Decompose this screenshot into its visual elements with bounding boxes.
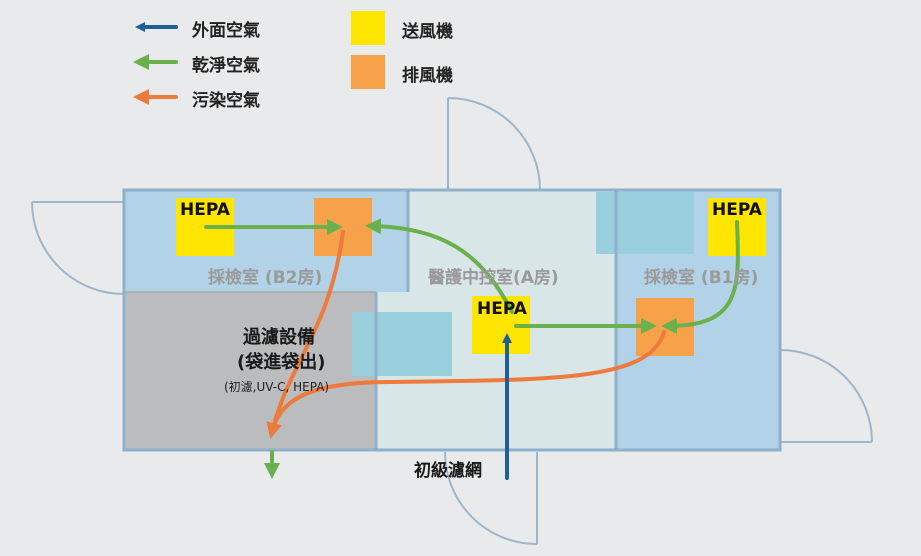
- room-label-b2: 採檢室 (B2房): [208, 268, 323, 288]
- legend-supply-fan: 送風機: [402, 22, 453, 42]
- room-label-b1: 採檢室 (B1房): [644, 268, 759, 288]
- legend-clean-air: 乾淨空氣: [192, 56, 260, 76]
- hepa-label-a: HEPA: [477, 299, 527, 319]
- filter-equipment-subtitle: (袋進袋出): [237, 352, 326, 373]
- room-label-a: 醫護中控室(A房): [428, 268, 559, 288]
- filter-equipment-area: [124, 292, 376, 450]
- legend-dirty-air: 污染空氣: [192, 91, 260, 111]
- building-outline: [122, 188, 782, 452]
- door-right: [779, 349, 873, 443]
- door-top: [447, 97, 541, 191]
- filter-equipment-detail: (初濾,UV-C, HEPA): [224, 380, 330, 394]
- legend-arrows: [133, 22, 178, 105]
- legend-outside-air: 外面空氣: [192, 21, 260, 41]
- dirty-arrow-b2: [266, 230, 345, 439]
- door-left: [31, 201, 125, 295]
- legend-supply-swatch: [351, 11, 385, 45]
- clean-arrow-b1: [661, 220, 740, 334]
- hepa-label-b2: HEPA: [180, 200, 230, 220]
- duct-top-right: [596, 192, 694, 254]
- legend-exhaust-swatch: [351, 55, 385, 89]
- duct-middle: [352, 312, 452, 376]
- dirty-arrow-b1: [270, 330, 666, 434]
- filter-equipment-title: 過濾設備: [243, 327, 315, 348]
- legend-exhaust-fan: 排風機: [402, 66, 453, 86]
- airflow-arrows: [204, 218, 740, 480]
- hepa-label-b1: HEPA: [712, 200, 762, 220]
- door-bottom: [444, 451, 538, 545]
- clean-arrow-a-to-b2: [365, 218, 514, 314]
- primary-filter-label: 初級濾網: [414, 461, 482, 481]
